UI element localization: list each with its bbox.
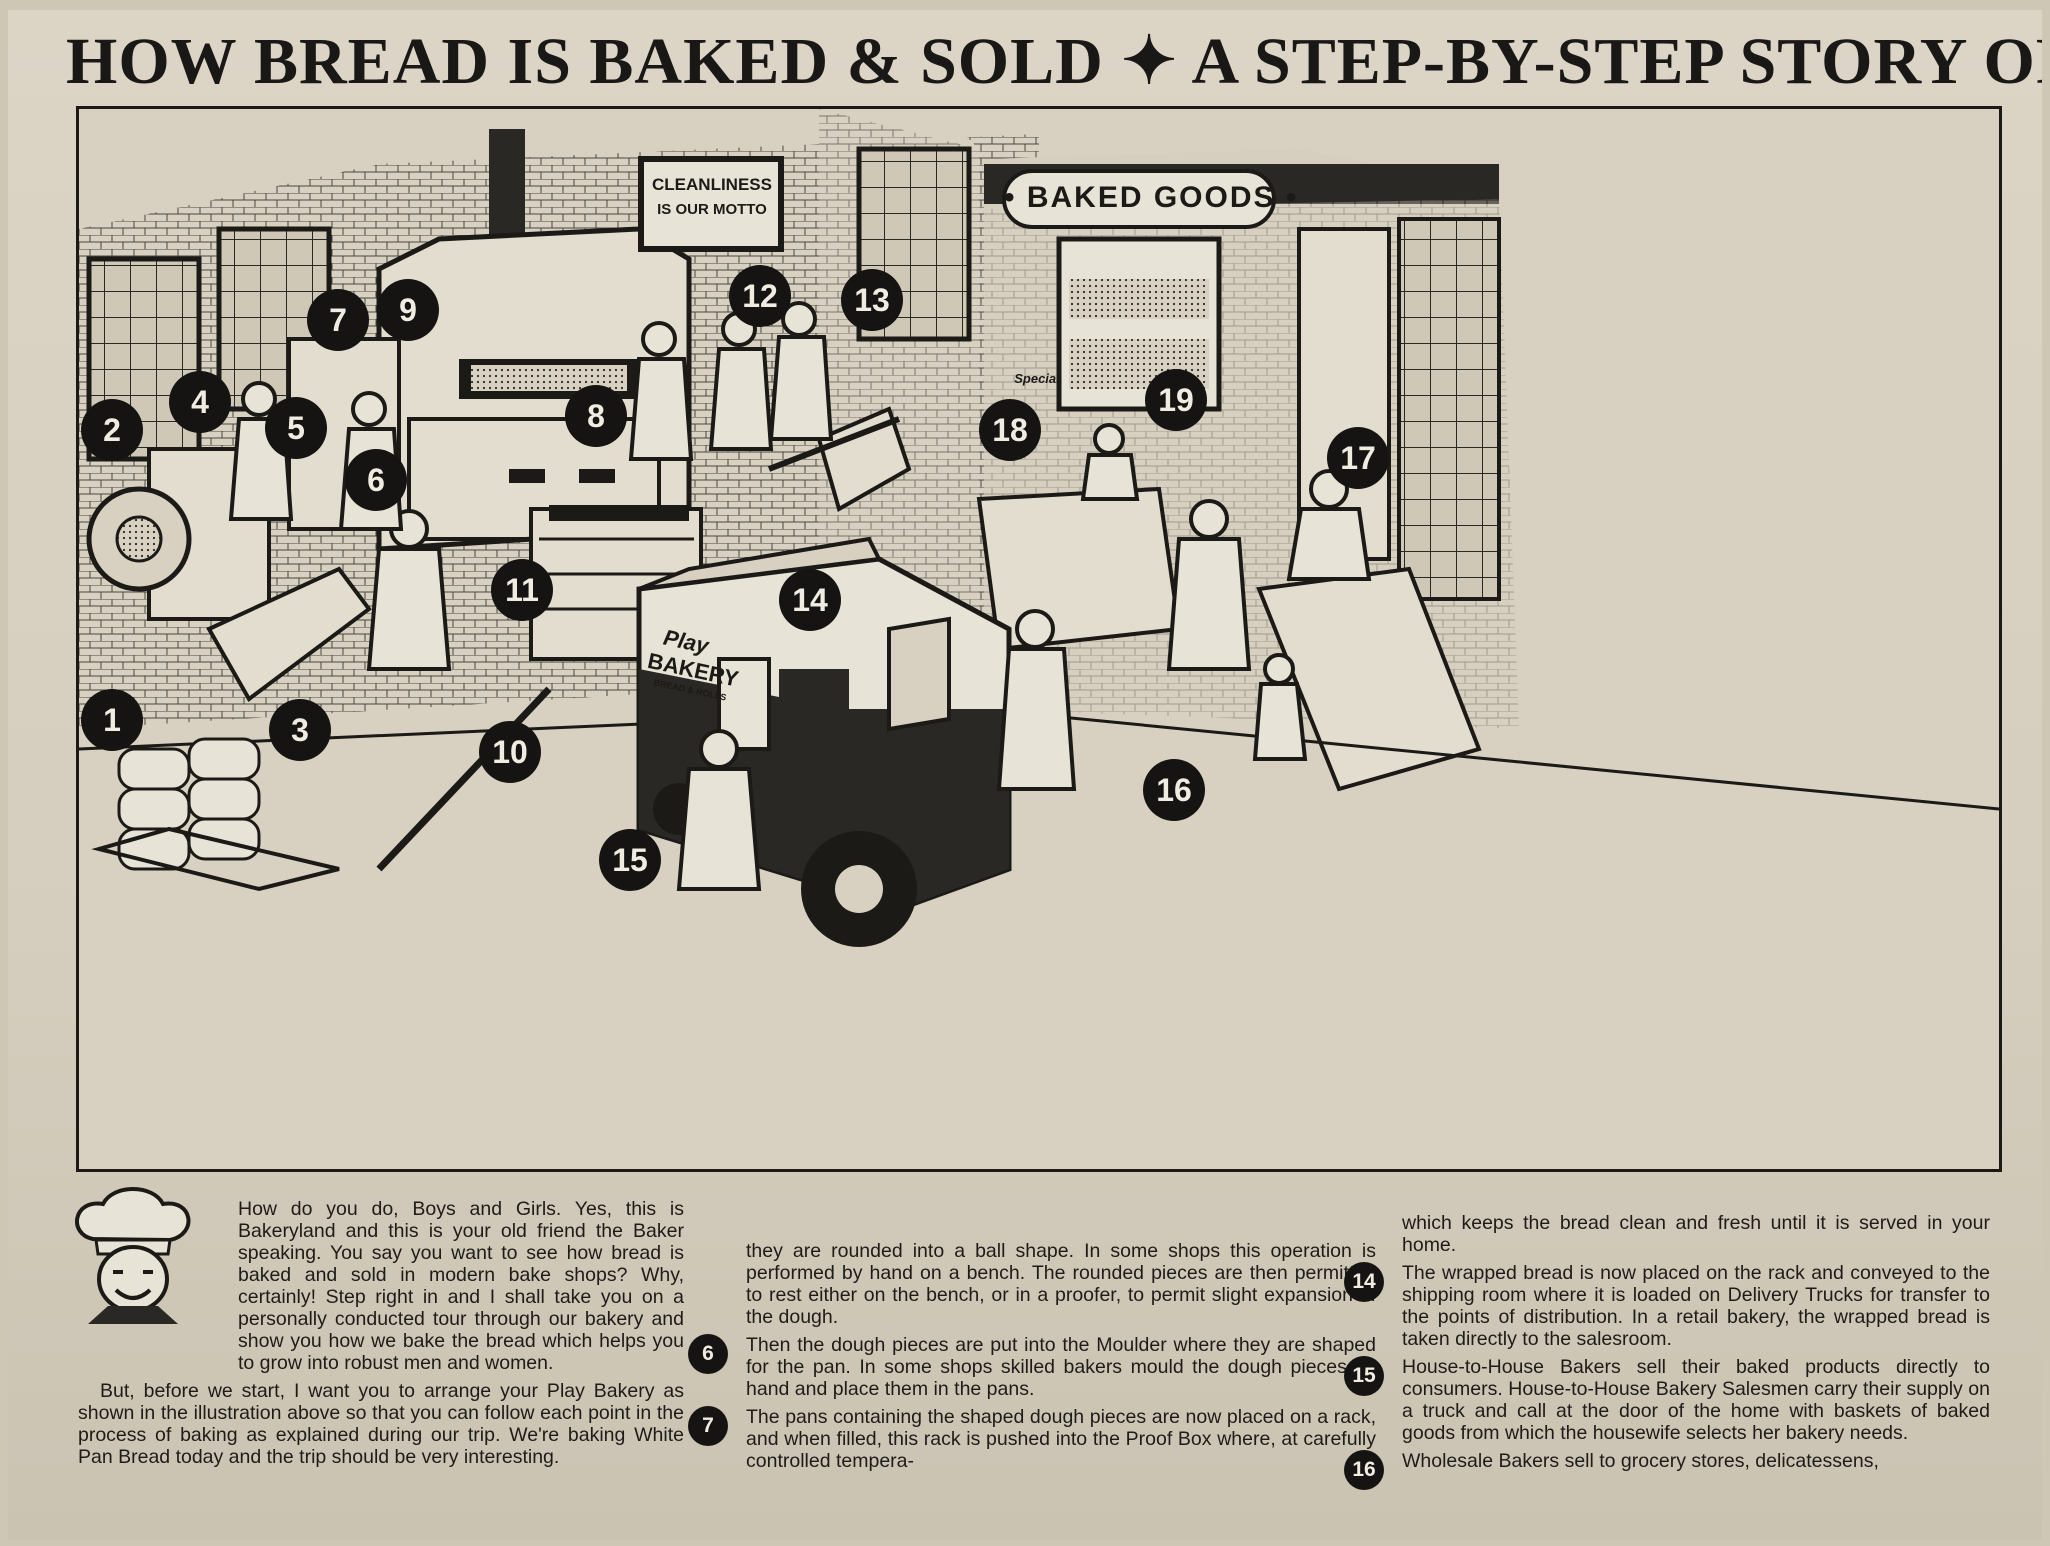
column-2: they are rounded into a ball shape. In s… <box>688 1240 1376 1478</box>
marker-16: 16 <box>1143 759 1205 821</box>
step-15-number: 15 <box>1344 1356 1384 1396</box>
marker-15: 15 <box>599 829 661 891</box>
step-16: 16 Wholesale Bakers sell to grocery stor… <box>1344 1450 1990 1490</box>
marker-2: 2 <box>81 399 143 461</box>
marker-5: 5 <box>265 397 327 459</box>
step-6-number: 6 <box>688 1334 728 1374</box>
baked-goods-sign: • BAKED GOODS • <box>1004 181 1299 214</box>
intro-paragraph: How do you do, Boys and Girls. Yes, this… <box>238 1198 684 1374</box>
step-7-text: The pans containing the shaped dough pie… <box>746 1406 1376 1472</box>
bakery-illustration: CLEANLINESS IS OUR MOTTO • BAKED GOODS •… <box>76 106 2002 1172</box>
rounding-paragraph: they are rounded into a ball shape. In s… <box>746 1240 1376 1328</box>
article-text: How do you do, Boys and Girls. Yes, this… <box>58 1180 2008 1540</box>
marker-19: 19 <box>1145 369 1207 431</box>
marker-17: 17 <box>1327 427 1389 489</box>
step-15: 15 House-to-House Bakers sell their bake… <box>1344 1356 1990 1444</box>
step-14: 14 The wrapped bread is now placed on th… <box>1344 1262 1990 1350</box>
step-7-number: 7 <box>688 1406 728 1446</box>
cleanliness-sign-line1: CLEANLINESS <box>652 175 772 194</box>
page-headline: HOW BREAD IS BAKED & SOLD ✦ A STEP-BY-ST… <box>66 25 2042 98</box>
marker-6: 6 <box>345 449 407 511</box>
step-15-text: House-to-House Bakers sell their baked p… <box>1402 1356 1990 1444</box>
arrange-paragraph: But, before we start, I want you to arra… <box>78 1380 684 1468</box>
marker-3: 3 <box>269 699 331 761</box>
step-16-number: 16 <box>1344 1450 1384 1490</box>
step-6-text: Then the dough pieces are put into the M… <box>746 1334 1376 1400</box>
special-sign: Special <box>1014 371 1060 386</box>
marker-1: 1 <box>81 689 143 751</box>
marker-7: 7 <box>307 289 369 351</box>
step-7: 7 The pans containing the shaped dough p… <box>688 1406 1376 1472</box>
marker-13: 13 <box>841 269 903 331</box>
marker-10: 10 <box>479 721 541 783</box>
step-6: 6 Then the dough pieces are put into the… <box>688 1334 1376 1400</box>
newspaper-page: HOW BREAD IS BAKED & SOLD ✦ A STEP-BY-ST… <box>8 10 2042 1540</box>
wrapping-paragraph: which keeps the bread clean and fresh un… <box>1402 1212 1990 1256</box>
marker-4: 4 <box>169 371 231 433</box>
marker-11: 11 <box>491 559 553 621</box>
column-1: How do you do, Boys and Girls. Yes, this… <box>78 1198 684 1474</box>
chef-portrait-icon <box>75 1187 191 1324</box>
step-14-text: The wrapped bread is now placed on the r… <box>1402 1262 1990 1350</box>
step-16-text: Wholesale Bakers sell to grocery stores,… <box>1402 1450 1879 1472</box>
bakery-scene-drawing <box>79 109 1999 947</box>
step-14-number: 14 <box>1344 1262 1384 1302</box>
marker-14: 14 <box>779 569 841 631</box>
marker-12: 12 <box>729 265 791 327</box>
marker-8: 8 <box>565 385 627 447</box>
column-3: which keeps the bread clean and fresh un… <box>1344 1212 1990 1490</box>
marker-9: 9 <box>377 279 439 341</box>
marker-18: 18 <box>979 399 1041 461</box>
cleanliness-sign-line2: IS OUR MOTTO <box>657 201 767 218</box>
